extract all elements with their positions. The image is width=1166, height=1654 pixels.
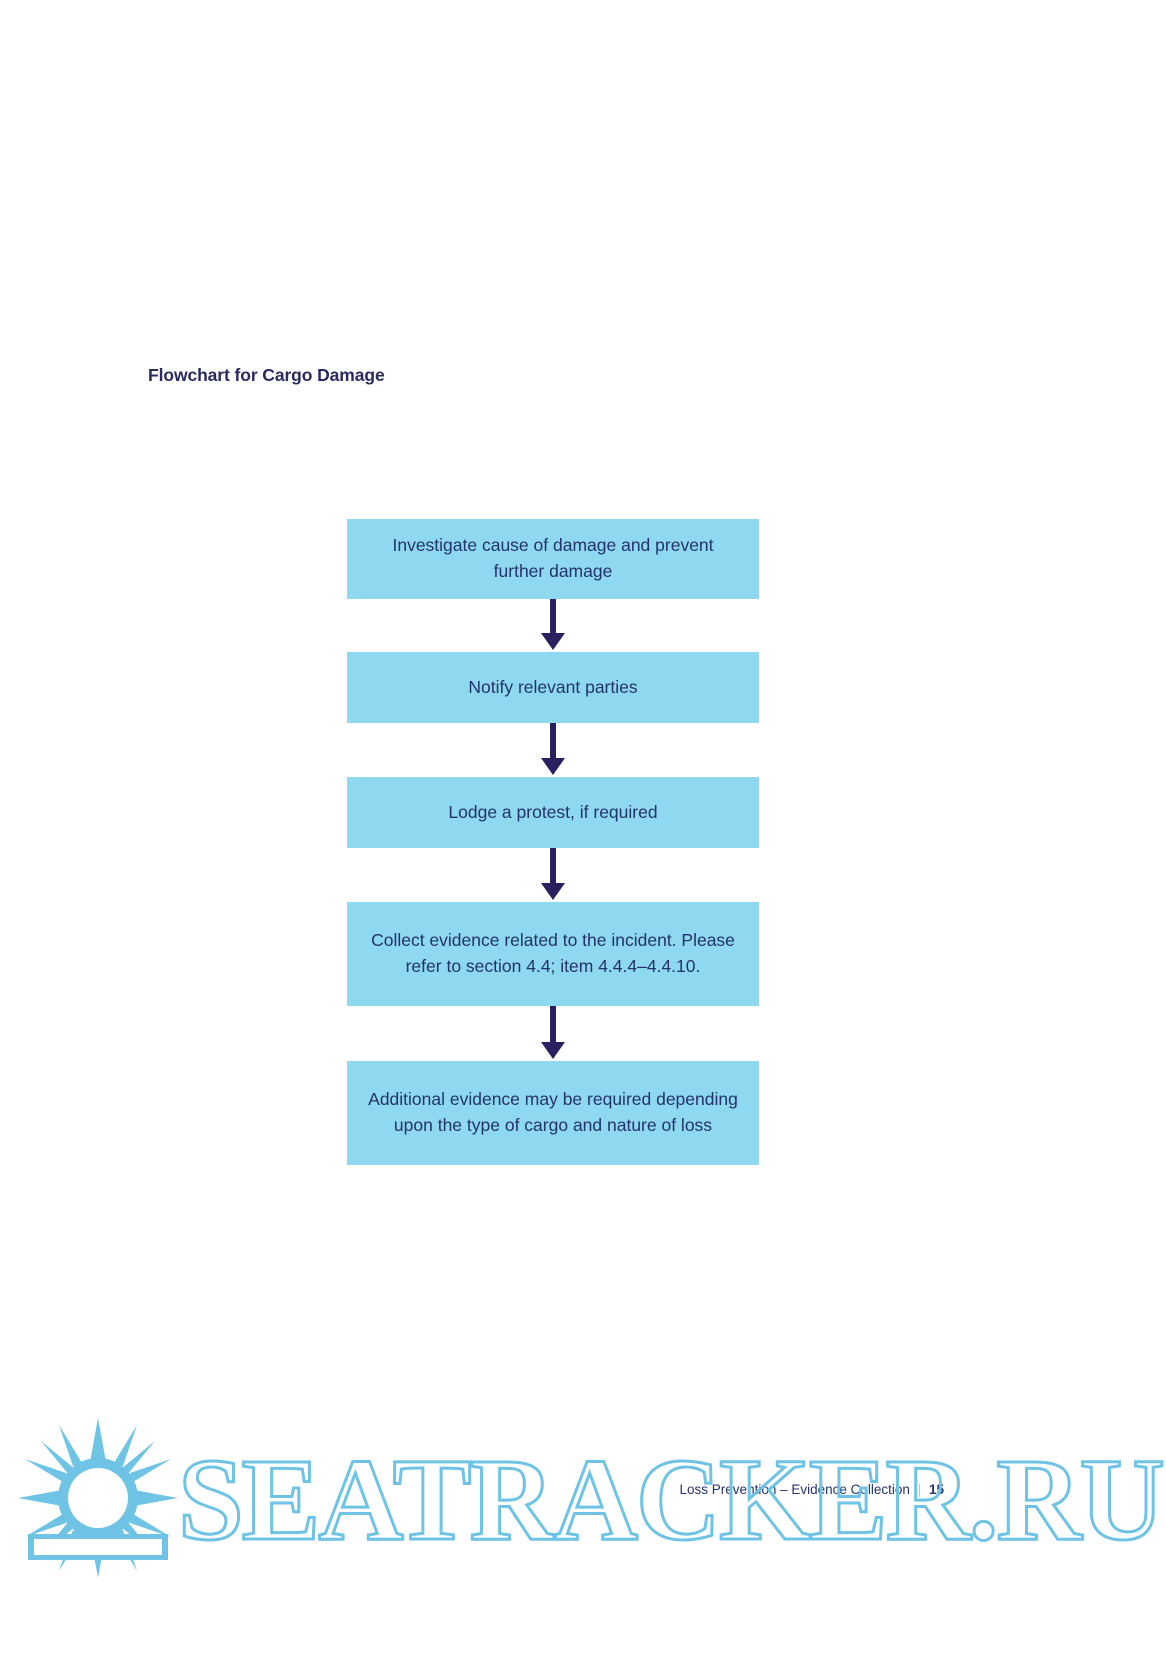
watermark-text: SEATRACKER.RU	[177, 1433, 1166, 1567]
flowchart-node: Additional evidence may be required depe…	[347, 1061, 759, 1165]
flowchart-connector-arrow-down-icon	[347, 599, 759, 652]
sun-burst-logo-icon	[18, 1418, 178, 1578]
flowchart-node: Collect evidence related to the incident…	[347, 902, 759, 1006]
footer-separator: |	[917, 1482, 922, 1497]
footer-page-number: 15	[928, 1482, 944, 1497]
connector-line	[550, 1006, 556, 1044]
arrow-head-icon	[541, 633, 565, 650]
connector-line	[550, 848, 556, 885]
watermark: SEATRACKER.RU	[0, 1398, 1166, 1654]
flowchart-node: Lodge a protest, if required	[347, 777, 759, 848]
arrow-head-icon	[541, 1042, 565, 1059]
flowchart-node-label: Collect evidence related to the incident…	[371, 930, 735, 976]
connector-line	[550, 723, 556, 760]
flowchart-node-label: Additional evidence may be required depe…	[368, 1089, 738, 1135]
page-title: Flowchart for Cargo Damage	[148, 365, 385, 385]
arrow-head-icon	[541, 883, 565, 900]
flowchart-node-label: Investigate cause of damage and prevent …	[392, 535, 714, 581]
footer-title: Loss Prevention – Evidence Collection	[679, 1482, 910, 1497]
flowchart-connector-arrow-down-icon	[347, 723, 759, 777]
flowchart-connector-arrow-down-icon	[347, 848, 759, 902]
connector-line	[550, 599, 556, 635]
flowchart-node: Notify relevant parties	[347, 652, 759, 723]
flowchart-connector-arrow-down-icon	[347, 1006, 759, 1061]
flowchart-node: Investigate cause of damage and prevent …	[347, 519, 759, 599]
flowchart-node-label: Notify relevant parties	[468, 676, 638, 697]
page-footer: Loss Prevention – Evidence Collection | …	[0, 1482, 1166, 1497]
flowchart-node-label: Lodge a protest, if required	[448, 801, 658, 822]
cargo-damage-flowchart: Investigate cause of damage and prevent …	[347, 519, 759, 1165]
arrow-head-icon	[541, 758, 565, 775]
